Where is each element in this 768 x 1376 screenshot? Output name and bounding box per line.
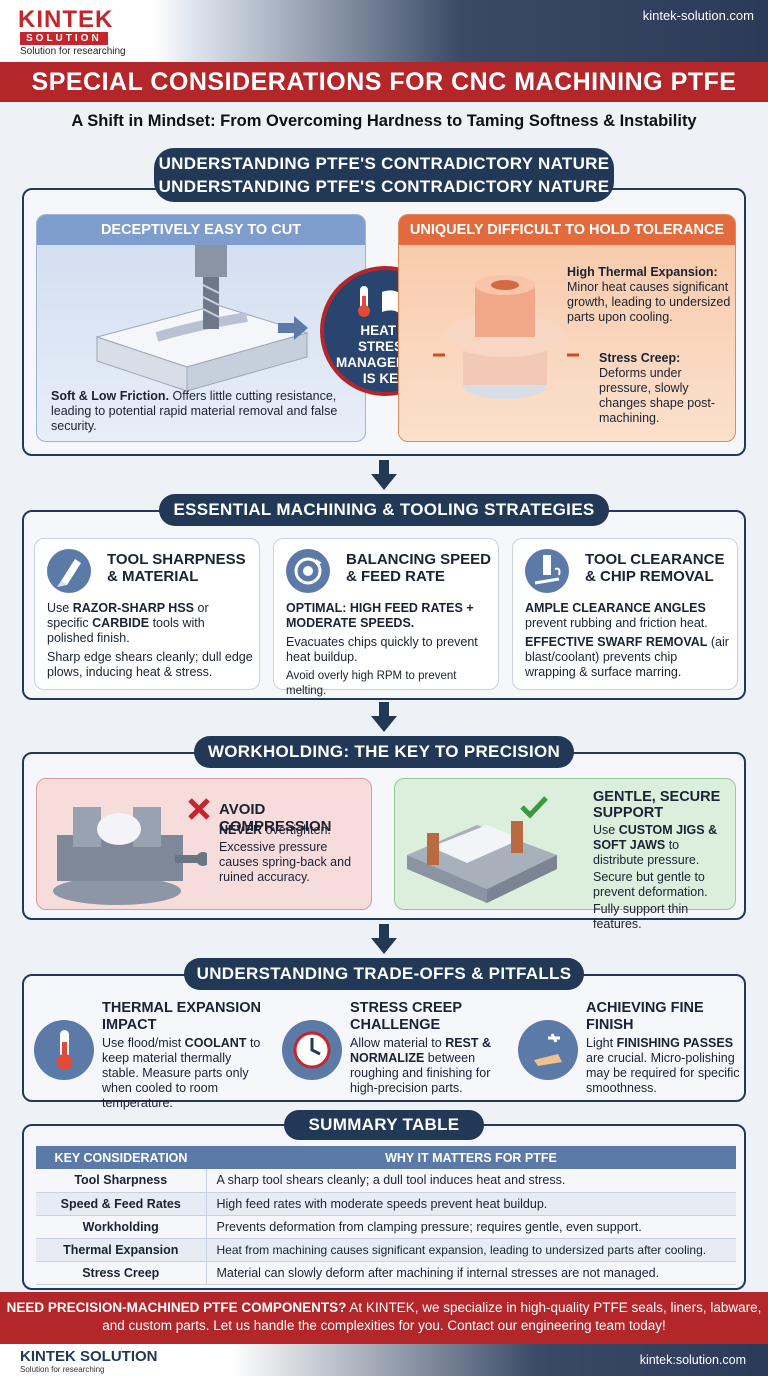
- page-title: SPECIAL CONSIDERATIONS FOR CNC MACHINING…: [0, 62, 768, 102]
- easy-to-cut-text: Soft & Low Friction. Offers little cutti…: [51, 389, 338, 433]
- tool-clearance-card: TOOL CLEARANCE & CHIP REMOVAL AMPLE CLEA…: [512, 538, 738, 690]
- easy-to-cut-head: DECEPTIVELY EASY TO CUT: [37, 215, 365, 245]
- soft-jaw-fixture-illustration: [407, 821, 557, 903]
- avoid-compression-title: AVOID COMPRESSION: [219, 801, 332, 835]
- stress-creep-note: Stress Creep:Deforms under pressure, slo…: [599, 351, 716, 425]
- tool-sharpness-title: TOOL SHARPNESS & MATERIAL: [107, 551, 246, 585]
- endmill-block-illustration: [95, 245, 309, 392]
- summary-table: KEY CONSIDERATION WHY IT MATTERS FOR PTF…: [36, 1146, 736, 1285]
- tool-clearance-title: TOOL CLEARANCE & CHIP REMOVAL: [585, 551, 725, 585]
- avoid-compression-card: AVOID COMPRESSION NEVER overtighten. Exc…: [36, 778, 372, 910]
- summary-section: KEY CONSIDERATION WHY IT MATTERS FOR PTF…: [22, 1124, 746, 1290]
- thermal-expansion-note: High Thermal Expansion:Minor heat causes…: [567, 265, 731, 324]
- header-bar: KINTEK SOLUTION Solution for researching…: [0, 0, 768, 62]
- brand-tagline: Solution for researching: [20, 46, 126, 57]
- nature-section: DECEPTIVELY EASY TO CUT Soft & Low Frict…: [22, 188, 746, 456]
- drill-bit-icon: [47, 549, 91, 593]
- stress-creep-item: STRESS CREEP CHALLENGE Allow material to…: [282, 994, 512, 1095]
- vise-illustration: [53, 807, 207, 905]
- summary-pill: SUMMARY TABLE: [284, 1110, 484, 1140]
- stress-creep-title: STRESS CREEP CHALLENGE: [350, 1000, 462, 1033]
- polishing-icon: [518, 1020, 578, 1080]
- page-subtitle: A Shift in Mindset: From Overcoming Hard…: [71, 112, 697, 130]
- check-mark-icon: [520, 796, 548, 819]
- down-arrow-icon: [371, 460, 397, 490]
- nature-pill: UNDERSTANDING PTFE'S CONTRADICTORY NATUR…: [154, 148, 614, 202]
- stress-creep-text: Allow material to REST & NORMALIZE betwe…: [350, 1036, 492, 1095]
- thermometer-icon: [34, 1020, 94, 1080]
- footer-tagline: Solution for researching: [20, 1365, 105, 1374]
- gentle-support-text: Use CUSTOM JIGS & SOFT JAWS to distribut…: [593, 823, 718, 931]
- speed-feed-title: BALANCING SPEED & FEED RATE: [346, 551, 492, 585]
- gentle-support-title: GENTLE, SECURE SUPPORT: [593, 789, 721, 821]
- tradeoffs-section: THERMAL EXPANSION IMPACT Use flood/mist …: [22, 974, 748, 1110]
- avoid-compression-text: NEVER overtighten. Excessive pressure ca…: [219, 823, 352, 884]
- summary-col-key: KEY CONSIDERATION: [36, 1146, 206, 1169]
- brand-logo[interactable]: KINTEK: [18, 6, 114, 33]
- nature-pill-line1: UNDERSTANDING PTFE'S CONTRADICTORY NATUR…: [158, 154, 610, 173]
- down-arrow-icon: [371, 924, 397, 954]
- rotation-gauge-icon: [286, 549, 330, 593]
- x-mark-icon: [188, 798, 210, 820]
- workholding-section: AVOID COMPRESSION NEVER overtighten. Exc…: [22, 752, 746, 931]
- fine-finish-title: ACHIEVING FINE FINISH: [586, 1000, 704, 1033]
- strategies-section: TOOL SHARPNESS & MATERIAL Use RAZOR-SHAR…: [22, 510, 746, 700]
- brand-logo-sub: SOLUTION: [20, 32, 108, 45]
- tradeoffs-pill: UNDERSTANDING TRADE-OFFS & PITFALLS: [184, 958, 584, 990]
- right-arrow-icon: [278, 316, 308, 340]
- fine-finish-text: Light FINISHING PASSES are crucial. Micr…: [586, 1036, 740, 1095]
- summary-col-why: WHY IT MATTERS FOR PTFE: [206, 1146, 736, 1169]
- footer-bar: KINTEK SOLUTION Solution for researching…: [0, 1344, 768, 1376]
- thermal-expansion-item: THERMAL EXPANSION IMPACT Use flood/mist …: [34, 994, 264, 1110]
- speed-feed-card: BALANCING SPEED & FEED RATE OPTIMAL: HIG…: [273, 538, 499, 697]
- workholding-pill: WORKHOLDING: THE KEY TO PRECISION: [194, 736, 574, 768]
- easy-to-cut-card: DECEPTIVELY EASY TO CUT Soft & Low Frict…: [36, 214, 366, 442]
- thermal-expansion-title: THERMAL EXPANSION IMPACT: [102, 1000, 261, 1033]
- ptfe-part-illustration: [433, 275, 579, 399]
- site-link[interactable]: kintek-solution.com: [642, 8, 754, 23]
- tolerance-card: UNIQUELY DIFFICULT TO HOLD TOLERANCE Hig…: [398, 214, 736, 442]
- thermal-expansion-text: Use flood/mist COOLANT to keep material …: [102, 1036, 261, 1110]
- strategies-pill: ESSENTIAL MACHINING & TOOLING STRATEGIES: [159, 494, 609, 526]
- clock-icon: [282, 1020, 342, 1080]
- footer-site-link[interactable]: kintek:solution.com: [639, 1353, 746, 1367]
- footer-brand[interactable]: KINTEK SOLUTION: [20, 1348, 158, 1365]
- nature-pill-line2: UNDERSTANDING PTFE'S CONTRADICTORY NATUR…: [158, 177, 610, 196]
- call-to-action: NEED PRECISION-MACHINED PTFE COMPONENTS?…: [0, 1292, 768, 1344]
- tool-clearance-text: AMPLE CLEARANCE ANGLES prevent rubbing a…: [525, 601, 729, 679]
- speed-feed-text: OPTIMAL: HIGH FEED RATES + MODERATE SPEE…: [286, 601, 478, 697]
- tool-sharpness-card: TOOL SHARPNESS & MATERIAL Use RAZOR-SHAR…: [34, 538, 260, 690]
- tool-sharpness-text: Use RAZOR-SHARP HSS or specific CARBIDE …: [47, 601, 253, 679]
- gentle-support-card: GENTLE, SECURE SUPPORT Use CUSTOM JIGS &…: [394, 778, 736, 931]
- fine-finish-item: ACHIEVING FINE FINISH Light FINISHING PA…: [518, 994, 748, 1095]
- tolerance-head: UNIQUELY DIFFICULT TO HOLD TOLERANCE: [399, 215, 735, 245]
- chip-removal-icon: [525, 549, 569, 593]
- down-arrow-icon: [371, 702, 397, 732]
